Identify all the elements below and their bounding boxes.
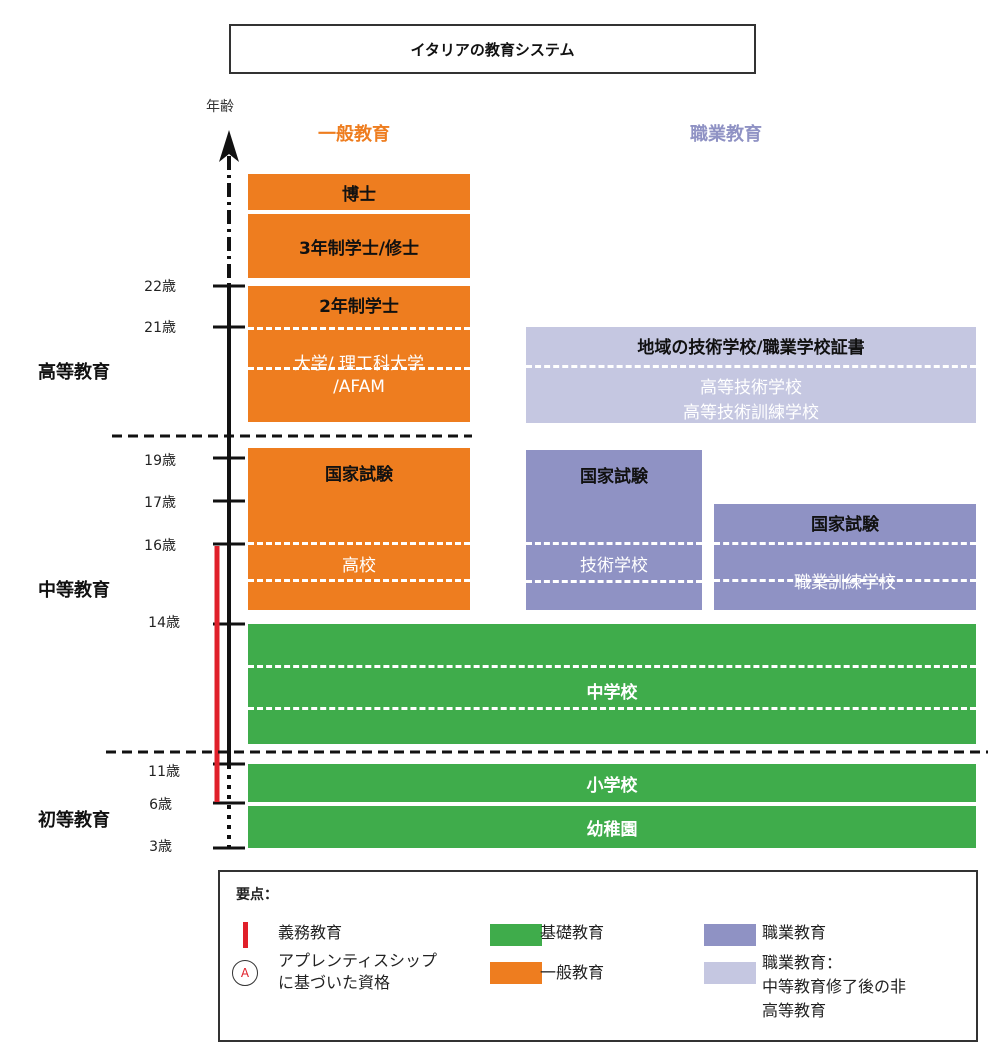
diagram-title: イタリアの教育システム bbox=[229, 24, 756, 74]
technical-school-label: 技術学校 bbox=[580, 556, 648, 576]
level-primary-education: 初等教育 bbox=[38, 810, 110, 831]
age-label-21: 21歳 bbox=[144, 320, 176, 336]
age-label-17: 17歳 bbox=[144, 495, 176, 511]
post-secondary-swatch bbox=[704, 962, 756, 984]
compulsory-swatch bbox=[243, 922, 248, 948]
high-school-block: 国家試験 高校 bbox=[248, 448, 470, 610]
legend-basic: 基礎教育 bbox=[540, 923, 605, 942]
divider-dashed bbox=[248, 579, 470, 582]
high-school-label: 高校 bbox=[342, 556, 376, 576]
middle-school-label: 中学校 bbox=[586, 683, 638, 703]
vocational-education-header: 職業教育 bbox=[690, 124, 762, 145]
university-label-line2: /AFAM bbox=[333, 377, 385, 397]
divider-dashed bbox=[248, 327, 470, 330]
higher-technical-label-line2: 高等技術訓練学校 bbox=[683, 403, 819, 423]
divider-dashed bbox=[714, 542, 976, 545]
age-label-11: 11歳 bbox=[148, 764, 180, 780]
basic-swatch bbox=[490, 924, 542, 946]
general-education-header: 一般教育 bbox=[318, 124, 390, 145]
divider-dashed bbox=[526, 542, 702, 545]
apprenticeship-icon: A bbox=[232, 960, 258, 986]
divider-dashed bbox=[248, 665, 976, 668]
primary-school-label: 小学校 bbox=[586, 775, 638, 796]
age-label-6: 6歳 bbox=[149, 797, 172, 813]
general-state-exam-label: 国家試験 bbox=[325, 465, 393, 485]
vocational-training-block: 国家試験 職業訓練学校 bbox=[714, 504, 976, 610]
vocational-state-exam-label: 国家試験 bbox=[811, 515, 879, 535]
legend-compulsory: 義務教育 bbox=[278, 923, 343, 942]
divider-dashed bbox=[248, 542, 470, 545]
kindergarten-block: 幼稚園 bbox=[248, 806, 976, 848]
divider-dashed bbox=[248, 707, 976, 710]
bachelor2-label: 2年制学士 bbox=[319, 297, 399, 317]
title-text: イタリアの教育システム bbox=[410, 40, 575, 59]
legend-box: 要点： 義務教育 A アプレンティスシップ に基づいた資格 基礎教育 一般教育 … bbox=[218, 870, 978, 1042]
technical-state-exam-label: 国家試験 bbox=[580, 467, 648, 487]
primary-school-block: 小学校 bbox=[248, 764, 976, 802]
bachelor3-master-label: 3年制学士/修士 bbox=[298, 238, 420, 259]
divider-dashed bbox=[248, 367, 470, 370]
doctorate-label: 博士 bbox=[342, 184, 376, 205]
vocational-training-label: 職業訓練学校 bbox=[794, 573, 896, 593]
legend-post-secondary-line1: 職業教育： bbox=[762, 953, 843, 972]
kindergarten-label: 幼稚園 bbox=[586, 819, 638, 840]
axis-arrow-head bbox=[219, 130, 239, 162]
age-label-3: 3歳 bbox=[149, 839, 172, 855]
legend-title: 要点： bbox=[236, 887, 278, 903]
legend-apprenticeship-line1: アプレンティスシップ bbox=[278, 951, 438, 970]
divider-dashed bbox=[526, 580, 702, 583]
age-label-16: 16歳 bbox=[144, 538, 176, 554]
technical-school-block: 国家試験 技術学校 bbox=[526, 450, 702, 610]
university-block: 2年制学士 大学/ 理工科大学 /AFAM bbox=[248, 286, 470, 422]
post-secondary-vocational-block: 地域の技術学校/職業学校証書 高等技術学校 高等技術訓練学校 bbox=[526, 327, 976, 423]
divider-dashed bbox=[714, 579, 976, 582]
legend-general: 一般教育 bbox=[540, 963, 605, 982]
doctorate-block: 博士 bbox=[248, 174, 470, 210]
legend-post-secondary-line2: 中等教育修了後の非 bbox=[762, 977, 907, 996]
legend-post-secondary-line3: 高等教育 bbox=[762, 1001, 827, 1020]
general-swatch bbox=[490, 962, 542, 984]
legend-apprenticeship-line2: に基づいた資格 bbox=[278, 973, 391, 992]
age-axis-label: 年齢 bbox=[206, 99, 234, 115]
age-label-14: 14歳 bbox=[148, 615, 180, 631]
legend-vocational: 職業教育 bbox=[762, 923, 827, 942]
vocational-swatch bbox=[704, 924, 756, 946]
level-secondary-education: 中等教育 bbox=[38, 580, 110, 601]
bachelor3-master-block: 3年制学士/修士 bbox=[248, 214, 470, 278]
higher-technical-label-line1: 高等技術学校 bbox=[700, 378, 802, 398]
level-higher-education: 高等教育 bbox=[38, 362, 110, 383]
university-label-line1: 大学/ 理工科大学 bbox=[293, 354, 425, 374]
age-label-19: 19歳 bbox=[144, 453, 176, 469]
divider-dashed bbox=[526, 365, 976, 368]
apprenticeship-icon-letter: A bbox=[240, 966, 250, 980]
middle-school-block: 中学校 bbox=[248, 624, 976, 744]
regional-certificate-label: 地域の技術学校/職業学校証書 bbox=[637, 338, 865, 358]
age-label-22: 22歳 bbox=[144, 279, 176, 295]
